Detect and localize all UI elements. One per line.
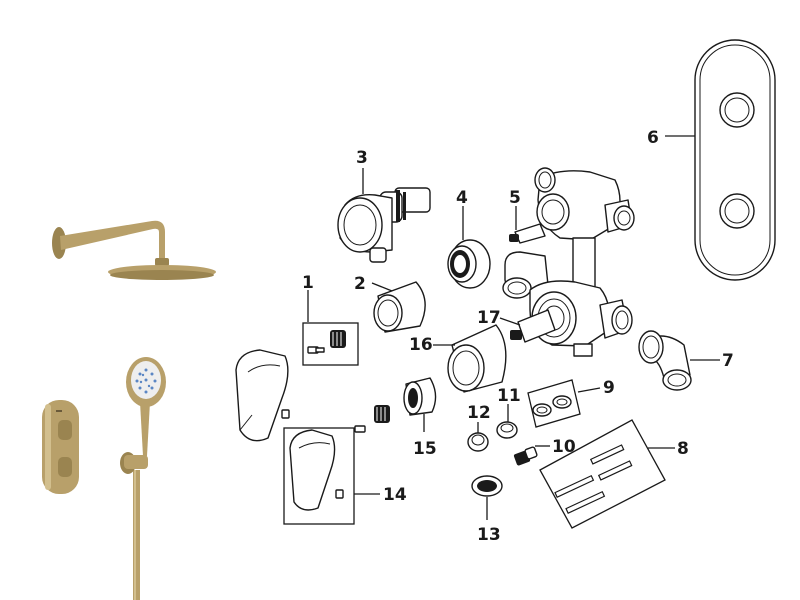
control-plate-photo [42,400,79,494]
part-15-ring [403,377,437,416]
overhead-shower-photo [52,220,216,280]
part-9-box [527,379,581,428]
valve-body [502,167,635,357]
screw-and-insert [354,405,390,433]
lever-handle [235,349,290,442]
part-8-box [539,419,666,529]
callout-2: 2 [354,274,366,294]
callout-8: 8 [677,439,689,459]
callout-16: 16 [409,335,433,355]
part-12-cap [467,432,489,452]
callout-13: 13 [477,525,501,545]
callout-10: 10 [552,437,576,457]
callout-numbers: 1 2 3 4 5 6 7 8 9 10 11 12 13 14 15 16 1… [302,128,734,545]
callout-12: 12 [467,403,491,423]
callout-11: 11 [497,386,521,406]
callout-6: 6 [647,128,659,148]
callout-3: 3 [356,148,368,168]
part-7-elbow [638,330,692,391]
callout-17: 17 [477,308,501,328]
part-6-cover-plate [694,39,776,281]
part-4-ring [447,239,491,289]
leader-lines [307,135,720,520]
part-16-large-sleeve [447,324,507,393]
callout-1: 1 [302,273,314,293]
callout-15: 15 [413,439,437,459]
callout-9: 9 [603,378,615,398]
part-3-wall-outlet [337,187,431,263]
callout-7: 7 [722,351,734,371]
callout-14: 14 [383,485,407,505]
part-13-washer [471,475,503,497]
part-14-box [283,427,355,525]
callout-5: 5 [509,188,521,208]
part-10-fitting [513,446,538,466]
part-2-sleeve [373,281,426,333]
part-11-cap [496,421,518,439]
callout-4: 4 [456,188,468,208]
hand-shower-photo [120,357,166,600]
part-1-box [302,322,359,366]
